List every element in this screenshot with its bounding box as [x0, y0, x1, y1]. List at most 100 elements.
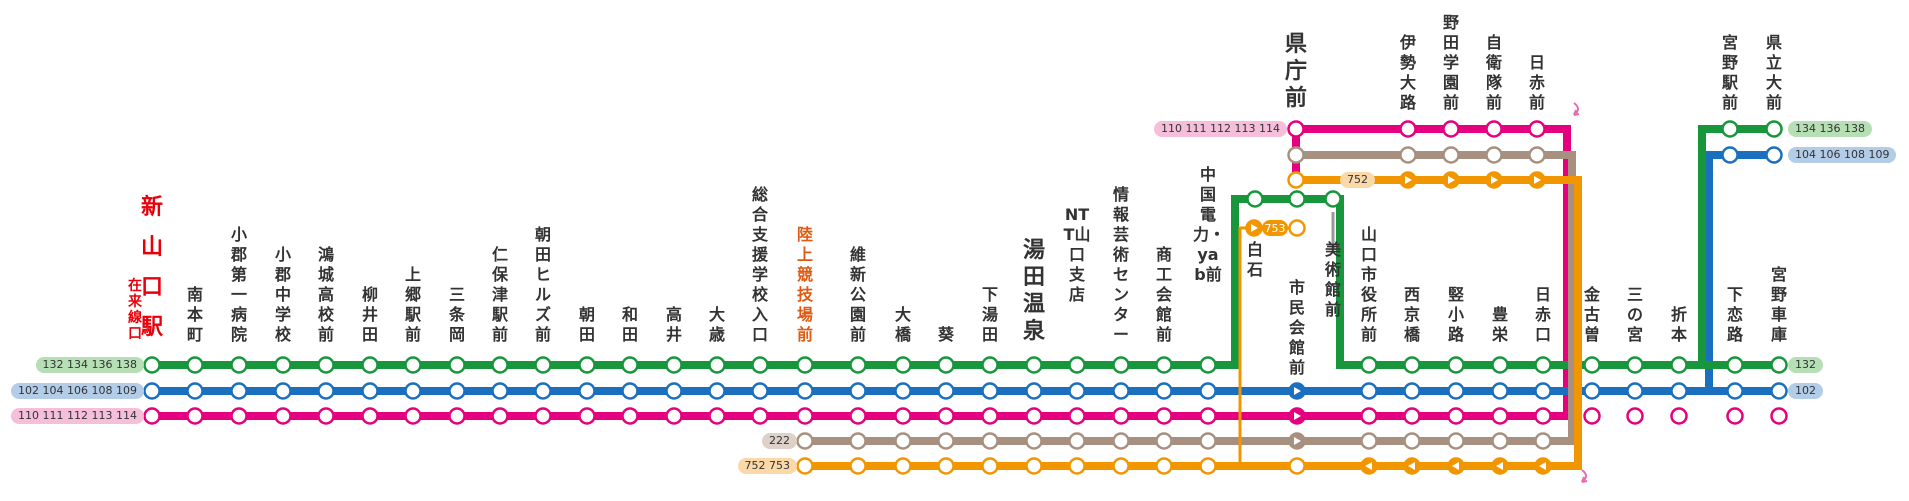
- route-number-pill: 132 134 136 138: [35, 357, 144, 373]
- route-number-pill: 132: [1788, 357, 1823, 373]
- station-stop: [1442, 120, 1460, 138]
- station-stop: [621, 382, 639, 400]
- station-stop: [491, 356, 509, 374]
- station-stop: [937, 382, 955, 400]
- station-label: 朝田ヒルズ前: [534, 225, 551, 344]
- direction-right-icon: [1448, 176, 1455, 184]
- direction-right-icon: [1405, 176, 1412, 184]
- station-stop: [1068, 407, 1086, 425]
- station-stop: [796, 356, 814, 374]
- orange-route-line: [805, 176, 1582, 470]
- station-stop: [1025, 356, 1043, 374]
- direction-left-icon: [1452, 462, 1459, 470]
- station-stop: [404, 356, 422, 374]
- station-stop: [849, 432, 867, 450]
- station-stop: [1155, 407, 1173, 425]
- station-label: 中国電力・yab前: [1193, 165, 1226, 284]
- station-stop: [1287, 171, 1305, 189]
- station-stop: [1485, 120, 1503, 138]
- station-stop: [448, 356, 466, 374]
- station-stop: [1534, 432, 1552, 450]
- station-stop: [143, 407, 161, 425]
- station-stop: [404, 382, 422, 400]
- station-label: 情報芸術センター: [1112, 185, 1129, 344]
- station-label: 県立大前: [1765, 33, 1782, 112]
- station-stop: [143, 382, 161, 400]
- station-label: 美術館前: [1324, 240, 1341, 319]
- station-stop: [491, 407, 509, 425]
- station-stop: [849, 457, 867, 475]
- station-stop: [1721, 120, 1739, 138]
- station-stop: [1528, 146, 1546, 164]
- station-stop: [230, 407, 248, 425]
- station-label: 下湯田: [981, 285, 998, 344]
- station-label: 柳井田: [361, 285, 378, 344]
- station-stop: [621, 356, 639, 374]
- station-stop: [849, 382, 867, 400]
- station-label: 豊栄: [1491, 305, 1508, 344]
- station-stop: [1287, 146, 1305, 164]
- station-label: 小郡第一病院: [230, 225, 247, 344]
- station-stop: [1447, 356, 1465, 374]
- station-stop: [1442, 146, 1460, 164]
- station-stop: [1068, 356, 1086, 374]
- station-stop: [1199, 382, 1217, 400]
- station-stop: [186, 356, 204, 374]
- station-stop: [578, 356, 596, 374]
- station-stop: [796, 432, 814, 450]
- station-stop: [1403, 407, 1421, 425]
- station-stop: [1770, 382, 1788, 400]
- direction-left-icon: [1408, 462, 1415, 470]
- station-stop: [1726, 382, 1744, 400]
- station-stop: [1491, 407, 1509, 425]
- station-stop: [751, 382, 769, 400]
- station-stop: [1068, 432, 1086, 450]
- station-stop: [1324, 190, 1342, 208]
- station-stop: [894, 457, 912, 475]
- station-stop: [1068, 457, 1086, 475]
- station-stop: [796, 457, 814, 475]
- station-stop: [534, 407, 552, 425]
- route-number-pill: 134 136 138: [1788, 121, 1872, 137]
- station-stop: [1155, 432, 1173, 450]
- station-label: 小郡中学校: [274, 245, 291, 344]
- station-stop: [1246, 190, 1264, 208]
- station-label: 山口市役所前: [1360, 225, 1377, 344]
- station-stop: [1670, 407, 1688, 425]
- station-stop: [1765, 120, 1783, 138]
- station-stop: [317, 356, 335, 374]
- route-number-pill: 110 111 112 113 114: [1154, 121, 1287, 137]
- station-label: 宮野車庫: [1770, 265, 1787, 344]
- station-stop: [1670, 382, 1688, 400]
- station-stop: [981, 382, 999, 400]
- station-stop: [578, 382, 596, 400]
- station-stop: [1025, 407, 1043, 425]
- station-stop: [1534, 356, 1552, 374]
- station-stop: [1399, 120, 1417, 138]
- station-stop: [317, 382, 335, 400]
- station-stop: [186, 407, 204, 425]
- station-stop: [1765, 146, 1783, 164]
- station-stop: [448, 407, 466, 425]
- station-stop: [708, 356, 726, 374]
- station-label: 県庁前: [1284, 32, 1307, 111]
- station-stop: [1112, 356, 1130, 374]
- station-stop: [361, 407, 379, 425]
- station-stop: [1403, 432, 1421, 450]
- station-stop: [708, 407, 726, 425]
- station-label: 三の宮: [1626, 285, 1643, 344]
- station-stop: [274, 356, 292, 374]
- station-label: 朝田: [578, 305, 595, 344]
- station-label: 伊勢大路: [1399, 33, 1416, 112]
- brown-route-line: [805, 151, 1576, 445]
- station-stop: [1626, 407, 1644, 425]
- station-label: 金古曽: [1583, 285, 1600, 344]
- station-label: 日赤前: [1528, 53, 1545, 112]
- route-number-pill: 110 111 112 113 114: [11, 408, 144, 424]
- station-stop: [981, 457, 999, 475]
- station-stop: [1199, 407, 1217, 425]
- station-label: 下恋路: [1726, 285, 1743, 344]
- station-stop: [1447, 432, 1465, 450]
- station-stop: [937, 407, 955, 425]
